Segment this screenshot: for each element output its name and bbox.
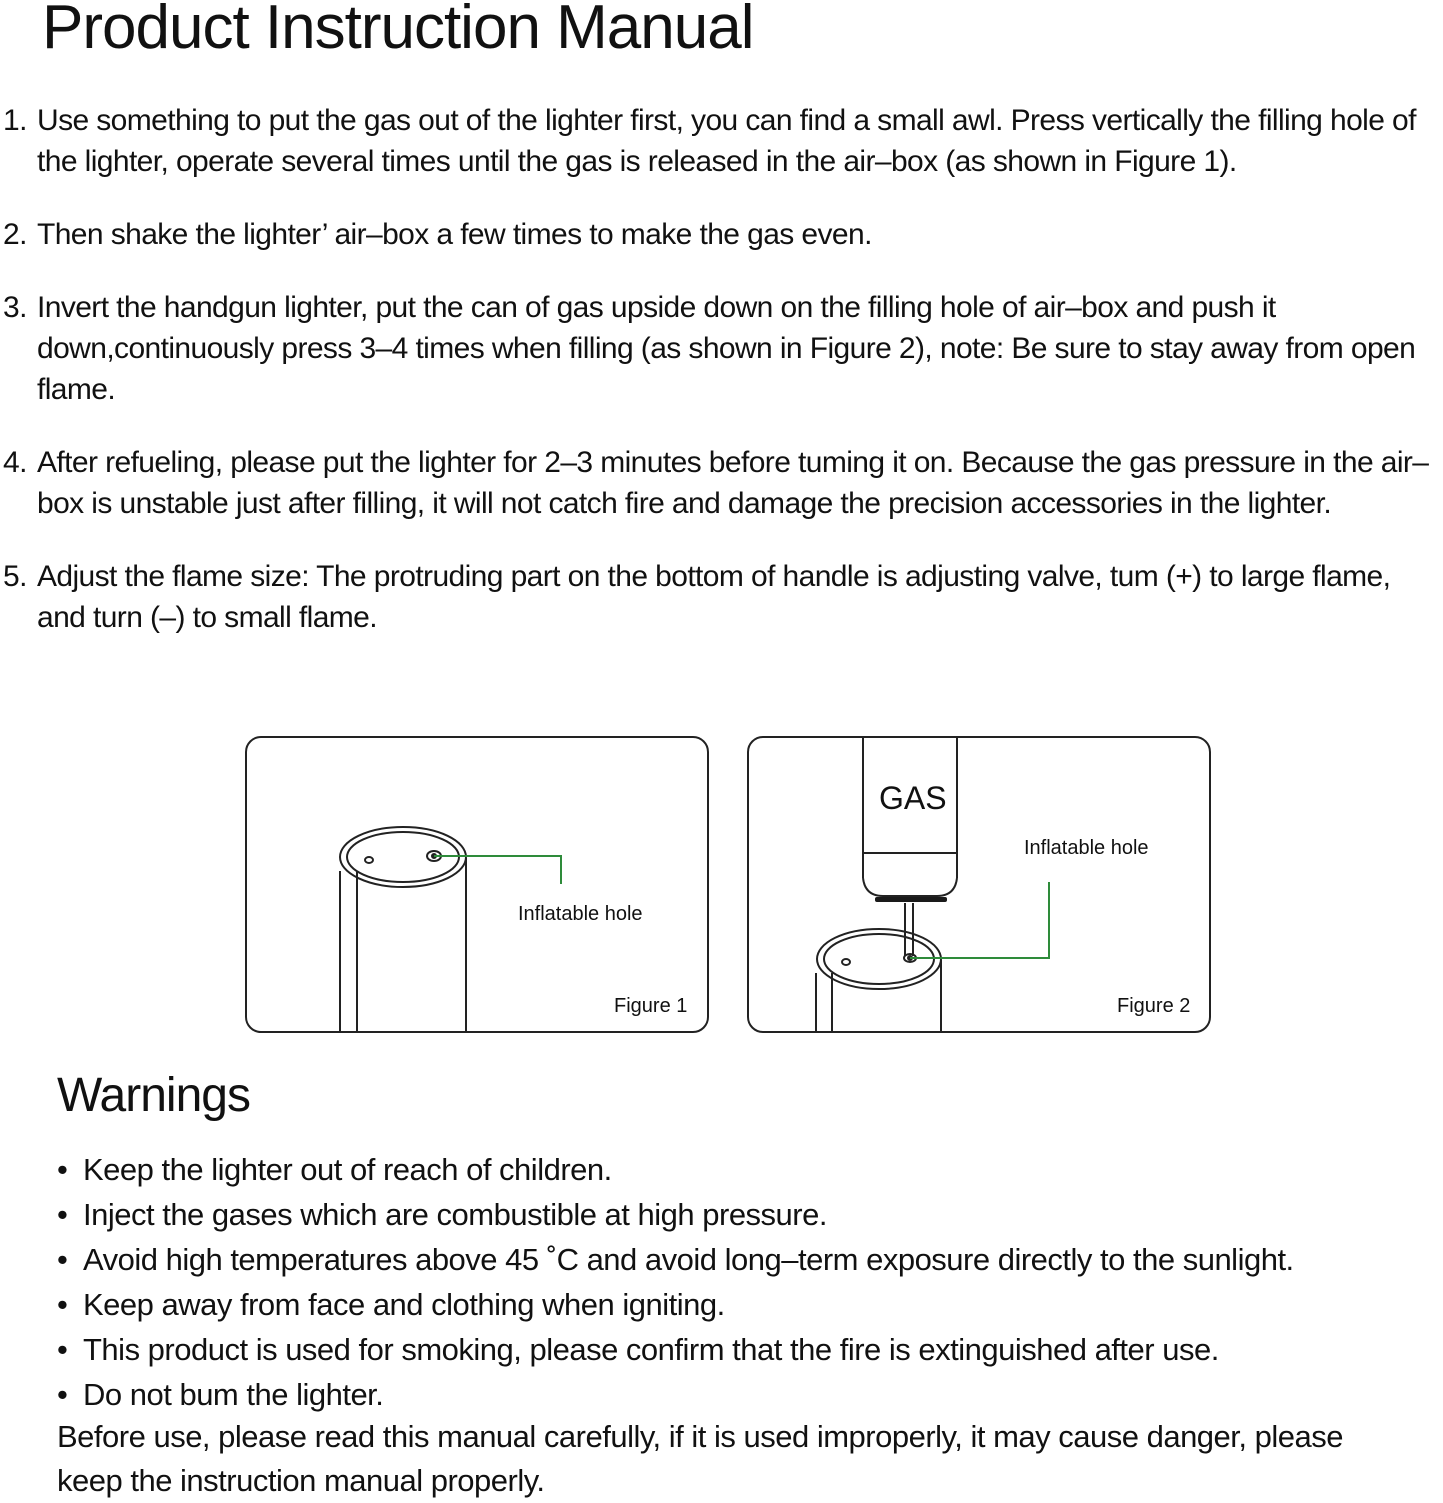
bullet-icon: • bbox=[57, 1242, 68, 1277]
closing-note: Before use, please read this manual care… bbox=[57, 1419, 1343, 1498]
warning-item: • Inject the gases which are combustible … bbox=[57, 1192, 1294, 1237]
warnings-list: • Keep the lighter out of reach of childr… bbox=[57, 1147, 1294, 1417]
warning-text: Avoid high temperatures above 45 ˚C and … bbox=[83, 1242, 1294, 1277]
step-item: 4. After refueling, please put the light… bbox=[0, 442, 1440, 524]
figure-label: Figure 2 bbox=[1117, 995, 1191, 1017]
warning-item: • This product is used for smoking, pleas… bbox=[57, 1327, 1294, 1372]
step-text: Then shake the lighter’ air–box a few ti… bbox=[37, 218, 872, 251]
figure-2-illustration bbox=[815, 738, 1050, 1031]
warning-text: Do not bum the lighter. bbox=[83, 1377, 384, 1412]
step-text: After refueling, please put the lighter … bbox=[37, 446, 1429, 520]
warning-item: • Keep away from face and clothing when i… bbox=[57, 1282, 1294, 1327]
step-text: Use something to put the gas out of the … bbox=[37, 104, 1416, 178]
step-number: 4. bbox=[3, 446, 27, 479]
page-title: Product Instruction Manual bbox=[42, 0, 754, 62]
step-item: 5. Adjust the flame size: The protruding… bbox=[0, 556, 1440, 638]
warning-text: Inject the gases which are combustible a… bbox=[83, 1197, 827, 1232]
bullet-icon: • bbox=[57, 1377, 68, 1412]
inflatable-hole-label: Inflatable hole bbox=[1024, 837, 1149, 859]
warnings-title: Warnings bbox=[57, 1069, 251, 1122]
step-item: 1. Use something to put the gas out of t… bbox=[0, 100, 1440, 182]
step-text: Adjust the flame size: The protruding pa… bbox=[37, 560, 1391, 634]
can-seal bbox=[875, 897, 947, 902]
figure-2: GAS Inflatable hole Figure 2 bbox=[747, 736, 1211, 1033]
warning-text: This product is used for smoking, please… bbox=[83, 1332, 1219, 1367]
figure-1-illustration bbox=[339, 826, 562, 1031]
step-item: 2. Then shake the lighter’ air–box a few… bbox=[0, 214, 1440, 255]
warning-text: Keep away from face and clothing when ig… bbox=[83, 1287, 725, 1322]
warning-text: Keep the lighter out of reach of childre… bbox=[83, 1152, 612, 1187]
bullet-icon: • bbox=[57, 1197, 68, 1232]
warning-item: • Do not bum the lighter. bbox=[57, 1372, 1294, 1417]
step-item: 3. Invert the handgun lighter, put the c… bbox=[0, 287, 1440, 410]
figure-1: Inflatable hole Figure 1 bbox=[245, 736, 709, 1033]
instruction-steps: 1. Use something to put the gas out of t… bbox=[0, 100, 1440, 670]
gas-can-label: GAS bbox=[879, 780, 947, 816]
inflatable-hole-label: Inflatable hole bbox=[518, 903, 643, 925]
bullet-icon: • bbox=[57, 1332, 68, 1367]
bullet-icon: • bbox=[57, 1152, 68, 1187]
warning-item: • Keep the lighter out of reach of childr… bbox=[57, 1147, 1294, 1192]
bullet-icon: • bbox=[57, 1287, 68, 1322]
step-number: 2. bbox=[3, 218, 27, 251]
step-number: 5. bbox=[3, 560, 27, 593]
step-text: Invert the handgun lighter, put the can … bbox=[37, 291, 1416, 406]
step-number: 3. bbox=[3, 291, 27, 324]
step-number: 1. bbox=[3, 104, 27, 137]
figure-label: Figure 1 bbox=[614, 995, 688, 1017]
warning-item: • Avoid high temperatures above 45 ˚C and… bbox=[57, 1237, 1294, 1282]
